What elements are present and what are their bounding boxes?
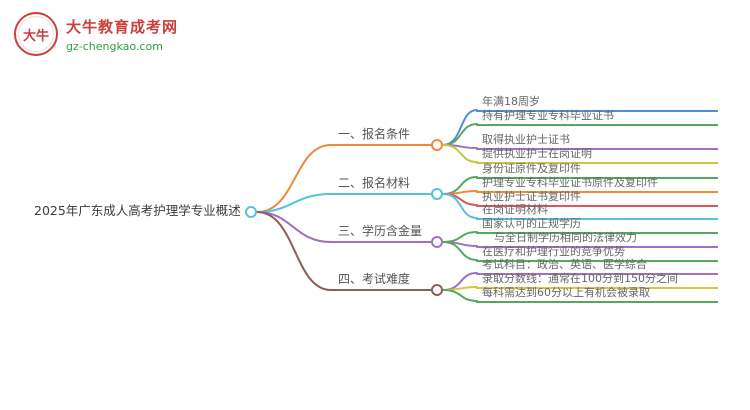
- leaf-nurse-license[interactable]: 取得执业护士证书: [476, 130, 718, 150]
- leaf-diploma-copies[interactable]: 护理专业专科毕业证书原件及复印件: [476, 173, 718, 193]
- leaf-age-requirement[interactable]: 年满18周岁: [476, 92, 718, 112]
- link-root-branch1: [256, 144, 332, 213]
- leaf-industry-advantage[interactable]: 在医疗和护理行业的竞争优势: [476, 242, 718, 262]
- link-b1-leaf2: [442, 123, 478, 146]
- branch-1-dot[interactable]: [431, 139, 443, 151]
- logo-seal-icon: 大牛: [14, 12, 58, 56]
- leaf-onjob-proof-materials[interactable]: 在岗证明材料: [476, 200, 718, 220]
- root-node-dot[interactable]: [245, 206, 257, 218]
- branch-4-exam-difficulty[interactable]: 四、考试难度: [330, 269, 434, 291]
- leaf-passing-score[interactable]: 每科需达到60分以上有机会被录取: [476, 283, 718, 303]
- brand-domain: gz-chengkao.com: [66, 39, 163, 53]
- branch-3-degree-value[interactable]: 三、学历含金量: [330, 221, 434, 243]
- leaf-exam-subjects[interactable]: 考试科目：政治、英语、医学综合: [476, 255, 718, 275]
- link-b2-leaf4: [442, 193, 478, 219]
- site-logo[interactable]: 大牛 大牛教育成考网 gz-chengkao.com: [14, 12, 178, 56]
- link-b1-leaf1: [442, 109, 478, 146]
- link-root-branch2: [256, 193, 332, 213]
- link-root-branch4: [256, 211, 332, 291]
- link-b4-leaf2: [442, 286, 478, 291]
- branch-2-dot[interactable]: [431, 188, 443, 200]
- leaf-state-recognized[interactable]: 国家认可的正规学历: [476, 214, 718, 234]
- link-b3-leaf2: [442, 241, 478, 247]
- logo-seal-text: 大牛: [22, 28, 49, 44]
- leaf-employment-proof[interactable]: 提供执业护士在岗证明: [476, 144, 718, 164]
- branch-2-registration-materials[interactable]: 二、报名材料: [330, 173, 434, 195]
- root-node[interactable]: 2025年广东成人高考护理学专业概述: [34, 203, 241, 218]
- link-b1-leaf3: [442, 144, 478, 149]
- link-b3-leaf3: [442, 241, 478, 261]
- branch-4-dot[interactable]: [431, 284, 443, 296]
- leaf-legal-effect[interactable]: 与全日制学历相同的法律效力: [476, 228, 718, 248]
- link-root-branch3: [256, 211, 332, 243]
- leaf-license-copies[interactable]: 执业护士证书复印件: [476, 187, 718, 207]
- link-b2-leaf2: [442, 190, 478, 195]
- link-b1-leaf4: [442, 144, 478, 163]
- leaf-nursing-diploma[interactable]: 持有护理专业专科毕业证书: [476, 106, 718, 126]
- brand-name: 大牛教育成考网: [66, 17, 179, 36]
- leaf-id-card-copies[interactable]: 身份证原件及复印件: [476, 159, 718, 179]
- link-b2-leaf3: [442, 193, 478, 206]
- link-b2-leaf1: [442, 176, 478, 195]
- branch-3-dot[interactable]: [431, 236, 443, 248]
- logo-text-block: 大牛教育成考网 gz-chengkao.com: [66, 16, 178, 53]
- link-b4-leaf1: [442, 272, 478, 291]
- leaf-admission-score-line[interactable]: 录取分数线：通常在100分到150分之间: [476, 269, 718, 289]
- branch-1-registration-conditions[interactable]: 一、报名条件: [330, 124, 434, 146]
- link-b4-leaf3: [442, 289, 478, 302]
- link-b3-leaf1: [442, 231, 478, 243]
